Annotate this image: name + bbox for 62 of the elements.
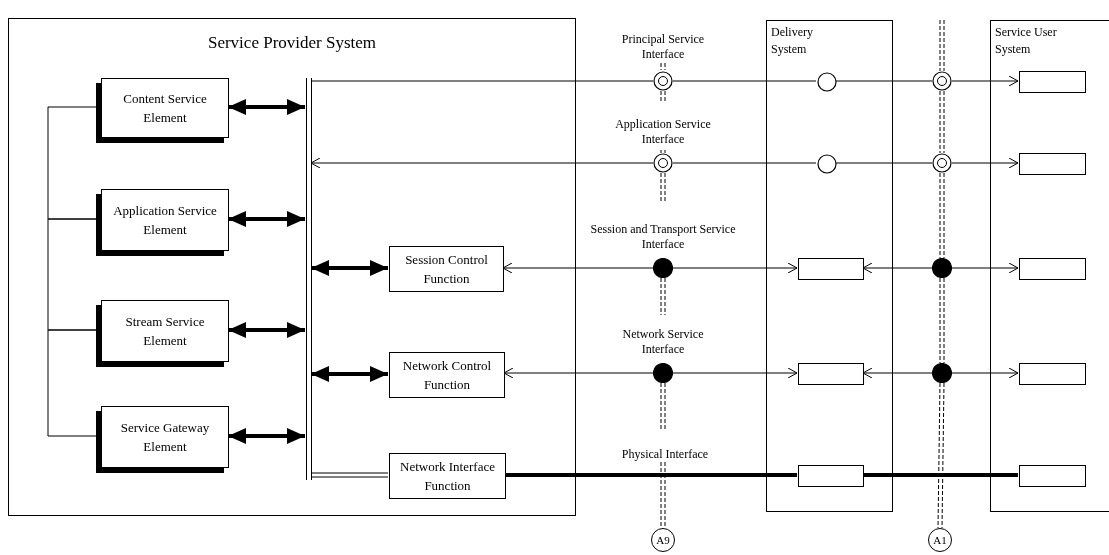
interface-point	[932, 363, 952, 383]
double-arrow	[311, 366, 388, 382]
connector-line	[672, 80, 817, 82]
function-block	[798, 258, 864, 280]
system-boundary	[766, 20, 893, 512]
relay-circle	[817, 72, 837, 92]
bus-bar	[306, 78, 312, 480]
arrow	[951, 367, 1019, 379]
function-block	[1019, 363, 1086, 385]
arrow	[951, 75, 1019, 87]
arrow	[502, 262, 654, 274]
function-box: Network Control Function	[389, 352, 505, 398]
connector-line	[835, 162, 933, 164]
arrow	[310, 157, 654, 169]
interface-point	[653, 153, 673, 173]
connector-line	[310, 80, 654, 82]
interface-point	[653, 363, 673, 383]
function-box: Network Interface Function	[389, 453, 506, 499]
interface-label: Principal Service Interface	[620, 32, 706, 62]
interface-label: Network Service Interface	[621, 327, 705, 357]
connector-line	[863, 473, 1018, 477]
arrow	[672, 367, 798, 379]
reference-line	[937, 382, 945, 529]
reference-line	[939, 90, 945, 154]
interface-point	[932, 258, 952, 278]
function-box: Session Control Function	[389, 246, 504, 292]
function-block	[1019, 258, 1086, 280]
arrow	[951, 262, 1019, 274]
interface-label: Physical Interface	[620, 447, 710, 462]
arrow	[951, 157, 1019, 169]
reference-point-circle: A9	[651, 528, 675, 552]
arrow	[862, 367, 933, 379]
double-arrow	[228, 322, 305, 338]
function-block	[798, 465, 864, 487]
system-boundary	[8, 18, 576, 516]
interface-label: Application Service Interface	[614, 117, 712, 147]
connector-line	[672, 162, 817, 164]
connector-line	[505, 473, 797, 477]
function-block	[1019, 153, 1086, 175]
interface-point	[932, 153, 952, 173]
interface-point	[653, 258, 673, 278]
arrow	[672, 262, 798, 274]
reference-point-circle: A1	[928, 528, 952, 552]
double-arrow	[228, 211, 305, 227]
function-block	[1019, 71, 1086, 93]
double-arrow	[228, 428, 305, 444]
double-arrow	[228, 99, 305, 115]
function-block	[798, 363, 864, 385]
system-title: Service Provider System	[206, 33, 378, 53]
double-arrow	[311, 260, 388, 276]
relay-circle	[817, 154, 837, 174]
function-block	[1019, 465, 1086, 487]
system-title: Delivery System	[771, 24, 814, 58]
arrow	[862, 262, 933, 274]
arrow	[503, 367, 654, 379]
connector-line	[835, 80, 933, 82]
connector-line	[310, 472, 389, 478]
system-title: Service User System	[995, 24, 1058, 58]
interface-label: Session and Transport Service Interface	[589, 222, 737, 252]
interface-point	[932, 71, 952, 91]
system-boundary	[990, 20, 1109, 512]
interface-point	[653, 71, 673, 91]
